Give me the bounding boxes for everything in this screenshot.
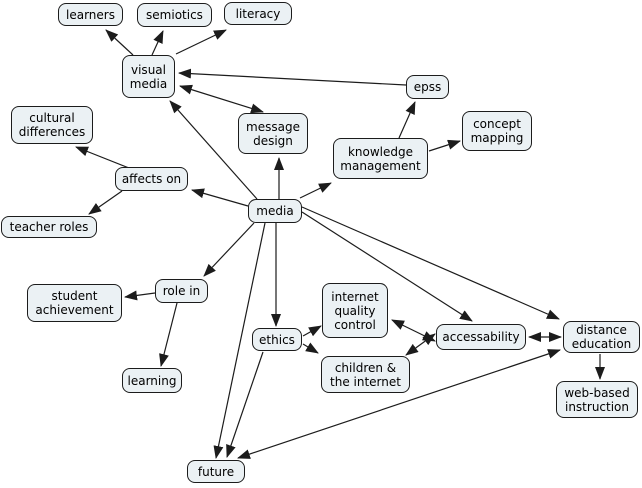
node-affects-on[interactable]: affects on	[115, 167, 188, 191]
edge-ethics-children-internet	[302, 342, 319, 354]
node-label: learners	[66, 7, 115, 22]
node-teacher-roles[interactable]: teacher roles	[1, 216, 97, 238]
node-internet-quality-control[interactable]: internet quality control	[322, 283, 388, 338]
node-semiotics[interactable]: semiotics	[137, 3, 212, 27]
node-label: accessability	[442, 330, 520, 344]
node-label: affects on	[121, 172, 182, 186]
node-label: message design	[246, 119, 300, 148]
edge-knowledge-management-concept-mapping	[428, 139, 461, 152]
node-label: future	[197, 464, 235, 479]
node-accessability[interactable]: accessability	[436, 324, 526, 350]
edge-media-affects-on	[191, 188, 249, 207]
edge-media-visual-media	[169, 100, 258, 200]
edge-media-distance-education	[301, 206, 560, 320]
edge-affects-on-teacher-roles	[88, 190, 123, 215]
node-role-in[interactable]: role in	[155, 279, 208, 303]
edge-media-role-in	[203, 222, 255, 277]
edge-role-in-learning	[159, 302, 178, 367]
edge-knowledge-management-epss	[398, 101, 416, 139]
edge-ethics-future	[226, 351, 264, 458]
node-children-internet[interactable]: children & the internet	[321, 356, 410, 393]
node-media[interactable]: media	[248, 199, 302, 223]
edge-media-accessability	[301, 211, 473, 322]
node-visual-media[interactable]: visual media	[122, 55, 175, 98]
node-label: internet quality control	[331, 289, 379, 332]
node-label: student achievement	[35, 289, 114, 317]
edge-internet-quality-control-accessability	[391, 319, 436, 342]
edge-media-future	[213, 222, 266, 459]
node-label: web-based instruction	[564, 385, 630, 414]
node-distance-education[interactable]: distance education	[563, 321, 640, 353]
node-ethics[interactable]: ethics	[252, 328, 302, 351]
node-label: epss	[413, 80, 442, 94]
node-label: children & the internet	[330, 360, 401, 389]
node-label: knowledge management	[340, 144, 421, 173]
edge-children-internet-accessability	[405, 333, 436, 356]
node-concept-mapping[interactable]: concept mapping	[462, 111, 532, 151]
node-label: role in	[162, 284, 201, 298]
node-label: concept mapping	[470, 117, 524, 145]
edge-future-distance-education	[237, 349, 561, 459]
edge-role-in-student-achievement	[124, 290, 156, 301]
edge-ethics-internet-quality-control	[302, 325, 322, 337]
edge-epss-visual-media	[178, 68, 407, 86]
node-label: learning	[127, 373, 177, 388]
edge-visual-media-message-design	[179, 84, 264, 114]
node-label: cultural differences	[18, 111, 86, 139]
node-label: literacy	[235, 6, 281, 21]
node-label: ethics	[259, 332, 295, 347]
node-epss[interactable]: epss	[406, 75, 449, 99]
node-literacy[interactable]: literacy	[224, 2, 292, 25]
node-student-achievement[interactable]: student achievement	[27, 284, 122, 322]
node-learners[interactable]: learners	[58, 3, 123, 26]
node-label: distance education	[571, 323, 632, 351]
node-learning[interactable]: learning	[122, 368, 182, 393]
node-web-based-instruction[interactable]: web-based instruction	[556, 381, 638, 418]
edge-visual-media-semiotics	[151, 30, 164, 56]
node-knowledge-management[interactable]: knowledge management	[333, 138, 428, 179]
node-cultural-differences[interactable]: cultural differences	[11, 106, 93, 144]
node-label: media	[256, 204, 294, 218]
node-message-design[interactable]: message design	[238, 113, 308, 154]
edge-affects-on-cultural-differences	[75, 146, 130, 169]
node-label: teacher roles	[9, 220, 89, 234]
edge-visual-media-literacy	[175, 29, 227, 55]
edge-visual-media-learners	[105, 29, 134, 56]
node-label: semiotics	[146, 8, 203, 22]
node-label: visual media	[129, 62, 168, 91]
node-future[interactable]: future	[187, 460, 245, 483]
edge-media-knowledge-management	[299, 182, 332, 199]
